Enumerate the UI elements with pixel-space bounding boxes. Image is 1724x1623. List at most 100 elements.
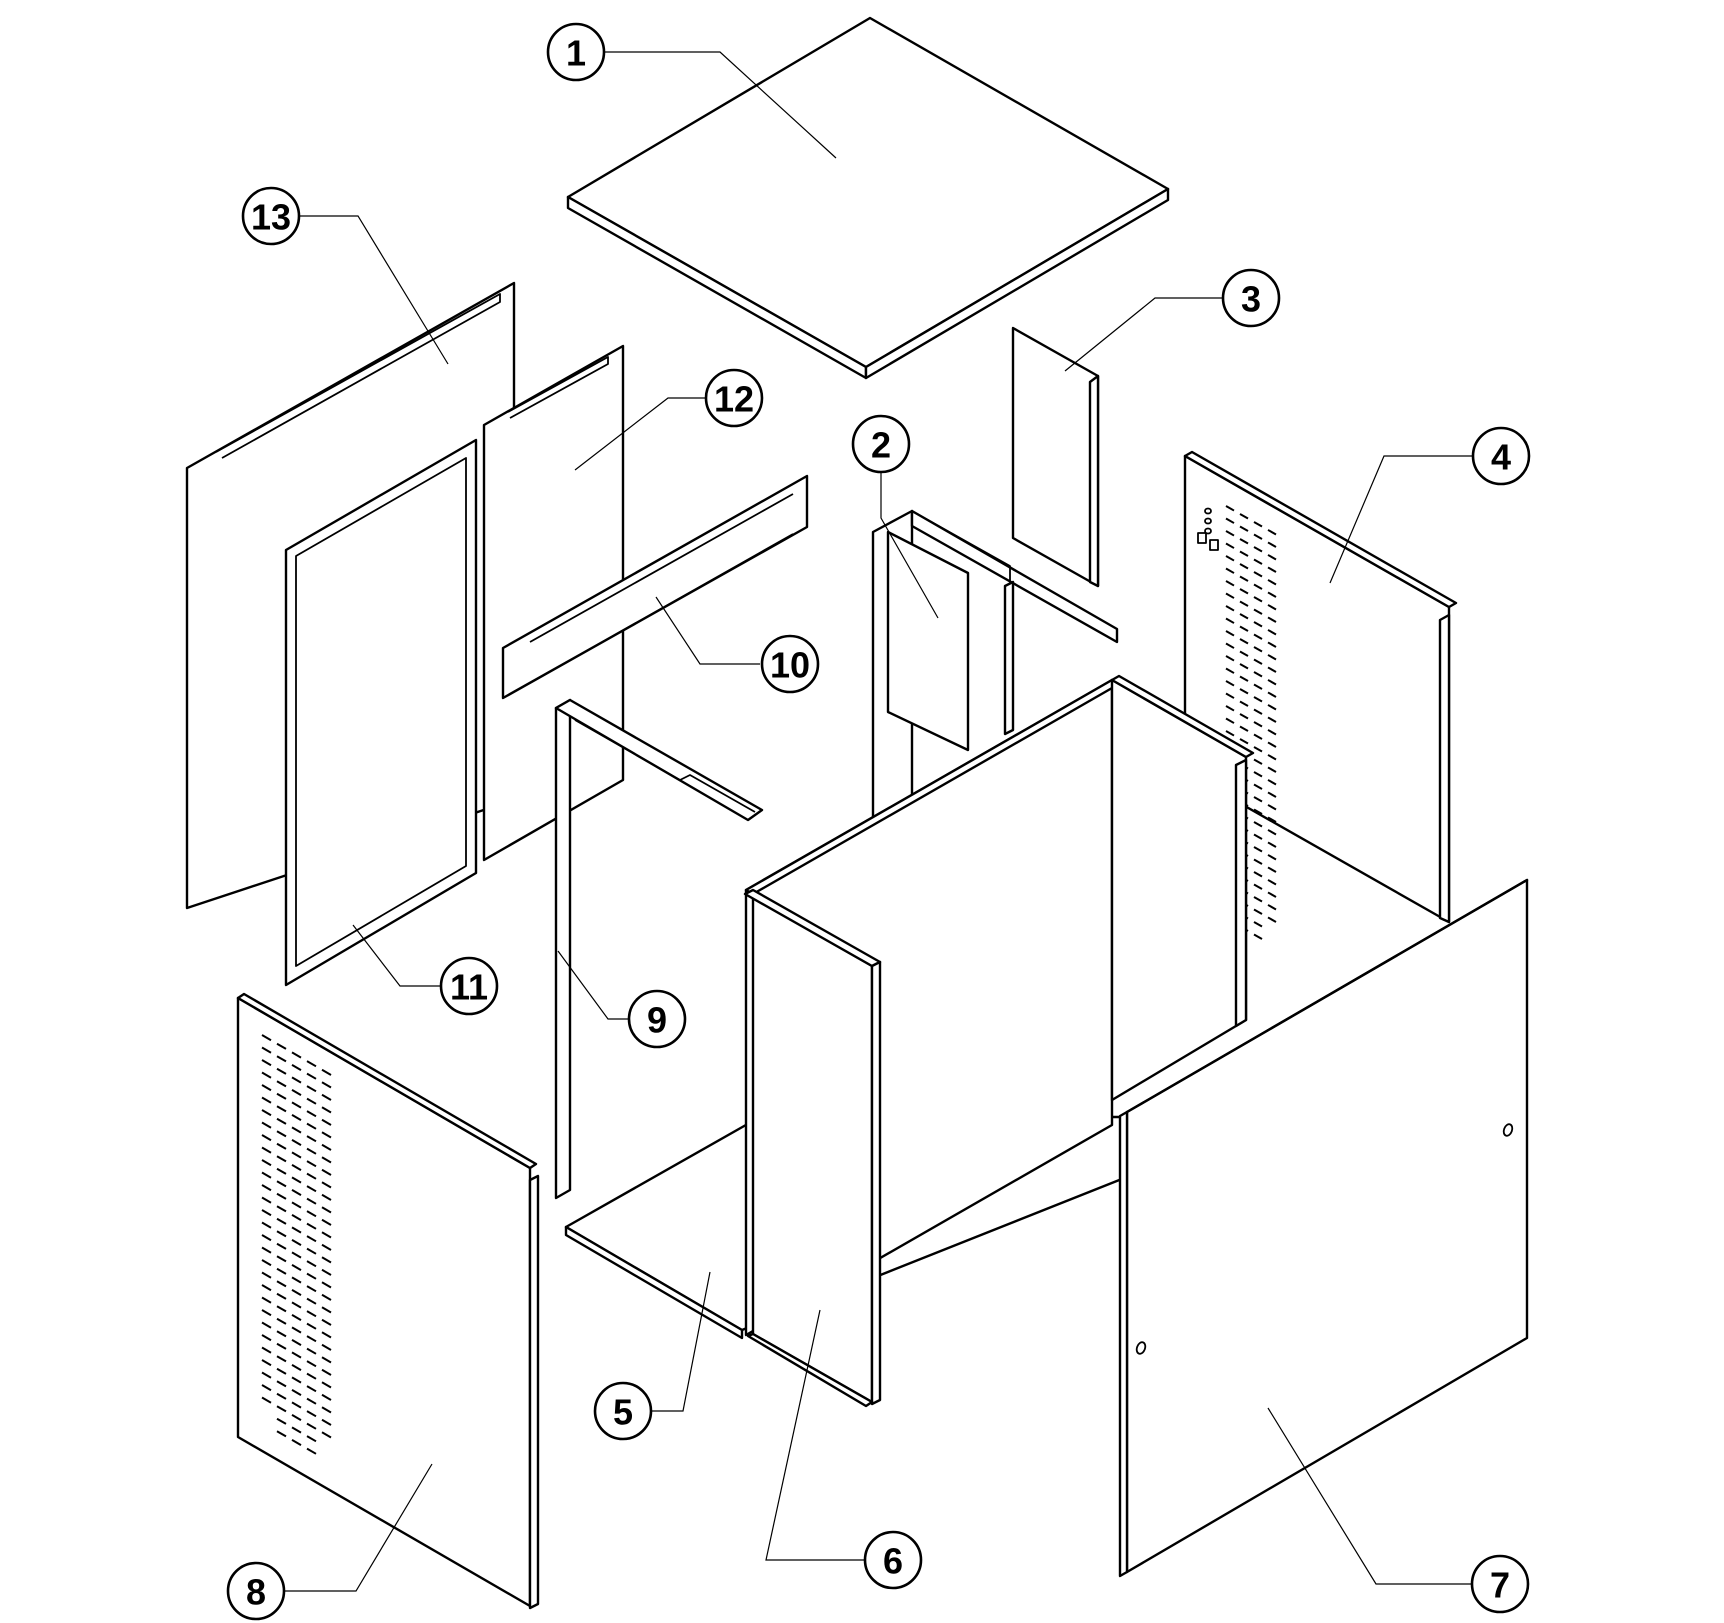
vent-slot <box>1253 733 1263 740</box>
vent-slot <box>291 1401 302 1409</box>
vent-slot <box>306 1397 317 1405</box>
vent-slot <box>321 1093 332 1101</box>
vent-slot <box>321 1081 332 1089</box>
leader-7 <box>1267 1407 1472 1585</box>
vent-slot <box>276 1430 287 1438</box>
vent-slot <box>321 1206 332 1214</box>
vent-slot <box>1225 717 1235 724</box>
vent-slot <box>291 1426 302 1434</box>
vent-slot <box>261 1321 272 1329</box>
vent-slot <box>291 1139 302 1146</box>
vent-slot <box>306 1297 317 1305</box>
vent-slot <box>1253 696 1263 703</box>
vent-slot <box>261 1384 272 1392</box>
vent-slot <box>1253 521 1263 528</box>
vent-slot <box>1225 730 1235 737</box>
vent-slot <box>306 1210 317 1218</box>
vent-slot <box>321 1368 332 1376</box>
callout-8: 8 <box>226 1561 286 1621</box>
vent-slot <box>276 1380 287 1388</box>
vent-slot <box>1267 591 1277 598</box>
vent-slot <box>1253 846 1263 853</box>
callout-7: 7 <box>1470 1554 1530 1614</box>
callout-label: 13 <box>251 197 291 238</box>
vent-slot <box>1239 600 1249 607</box>
vent-slot <box>291 1226 302 1234</box>
vent-slot <box>261 1259 272 1267</box>
leader-2 <box>880 472 939 619</box>
vent-slot <box>306 1285 317 1293</box>
vent-slot <box>1239 650 1249 657</box>
callout-label: 2 <box>871 425 891 466</box>
vent-slot <box>1267 566 1277 573</box>
callout-3: 3 <box>1221 268 1281 328</box>
vent-slot <box>276 1192 287 1200</box>
vent-slot <box>276 1305 287 1313</box>
callout-6: 6 <box>863 1530 923 1590</box>
vent-slot <box>1225 642 1235 649</box>
vent-slot <box>276 1405 287 1413</box>
leader-1 <box>604 51 837 159</box>
vent-slot <box>291 1114 302 1121</box>
vent-slot <box>291 1301 302 1309</box>
vent-slot <box>321 1281 332 1289</box>
vent-slot <box>291 1101 302 1109</box>
vent-slot <box>306 1247 317 1255</box>
vent-slot <box>321 1131 332 1139</box>
vent-slot <box>1253 633 1263 640</box>
vent-slot <box>291 1239 302 1246</box>
vent-slot <box>1225 542 1235 549</box>
vent-slot <box>1225 705 1235 712</box>
vent-slot <box>291 1164 302 1171</box>
vent-slot <box>276 1267 287 1275</box>
part-6-front-post <box>743 888 882 1408</box>
vent-slot <box>1267 704 1277 711</box>
vent-slot <box>291 1289 302 1296</box>
vent-slot <box>1253 858 1263 865</box>
vent-slot <box>1253 558 1263 565</box>
vent-slot <box>1225 630 1235 637</box>
vent-slot <box>261 1034 272 1042</box>
vent-slot <box>291 1389 302 1396</box>
leader-6 <box>765 1309 865 1561</box>
vent-slot <box>1253 871 1263 878</box>
vent-slot <box>1253 571 1263 578</box>
vent-slot <box>1267 866 1277 873</box>
part-7-hinge-hole-upper <box>1502 1123 1514 1137</box>
vent-slot <box>306 1372 317 1380</box>
vent-slot <box>306 1410 317 1418</box>
vent-slot <box>306 1060 317 1068</box>
vent-slot <box>276 1367 287 1375</box>
vent-slot <box>1267 679 1277 686</box>
callout-1: 1 <box>546 22 606 82</box>
vent-slot <box>276 1205 287 1213</box>
vent-slot <box>276 1255 287 1263</box>
vent-slot <box>291 1151 302 1159</box>
vent-slot <box>306 1347 317 1355</box>
vent-slot <box>1253 583 1263 590</box>
leader-10 <box>655 596 760 665</box>
leader-12 <box>574 397 706 471</box>
vent-slot <box>1267 741 1277 748</box>
vent-slot <box>261 1134 272 1142</box>
vent-slot <box>276 1392 287 1400</box>
vent-slot <box>261 1234 272 1242</box>
vent-slot <box>1239 700 1249 707</box>
vent-slot <box>1239 725 1249 732</box>
vent-slot <box>1225 655 1235 662</box>
part-8-ventilation-slots <box>261 1034 332 1455</box>
vent-slot <box>1239 713 1249 720</box>
vent-slot <box>321 1268 332 1276</box>
vent-slot <box>1267 629 1277 636</box>
vent-slot <box>321 1431 332 1439</box>
vent-slot <box>1267 641 1277 648</box>
callout-11: 11 <box>439 956 499 1016</box>
vent-slot <box>276 1067 287 1075</box>
callout-label: 9 <box>647 1000 667 1041</box>
vent-slot <box>1253 621 1263 628</box>
vent-slot <box>321 1381 332 1389</box>
callout-label: 10 <box>770 645 810 686</box>
vent-slot <box>1267 804 1277 811</box>
vent-slot <box>1253 796 1263 803</box>
vent-slot <box>306 1135 317 1143</box>
